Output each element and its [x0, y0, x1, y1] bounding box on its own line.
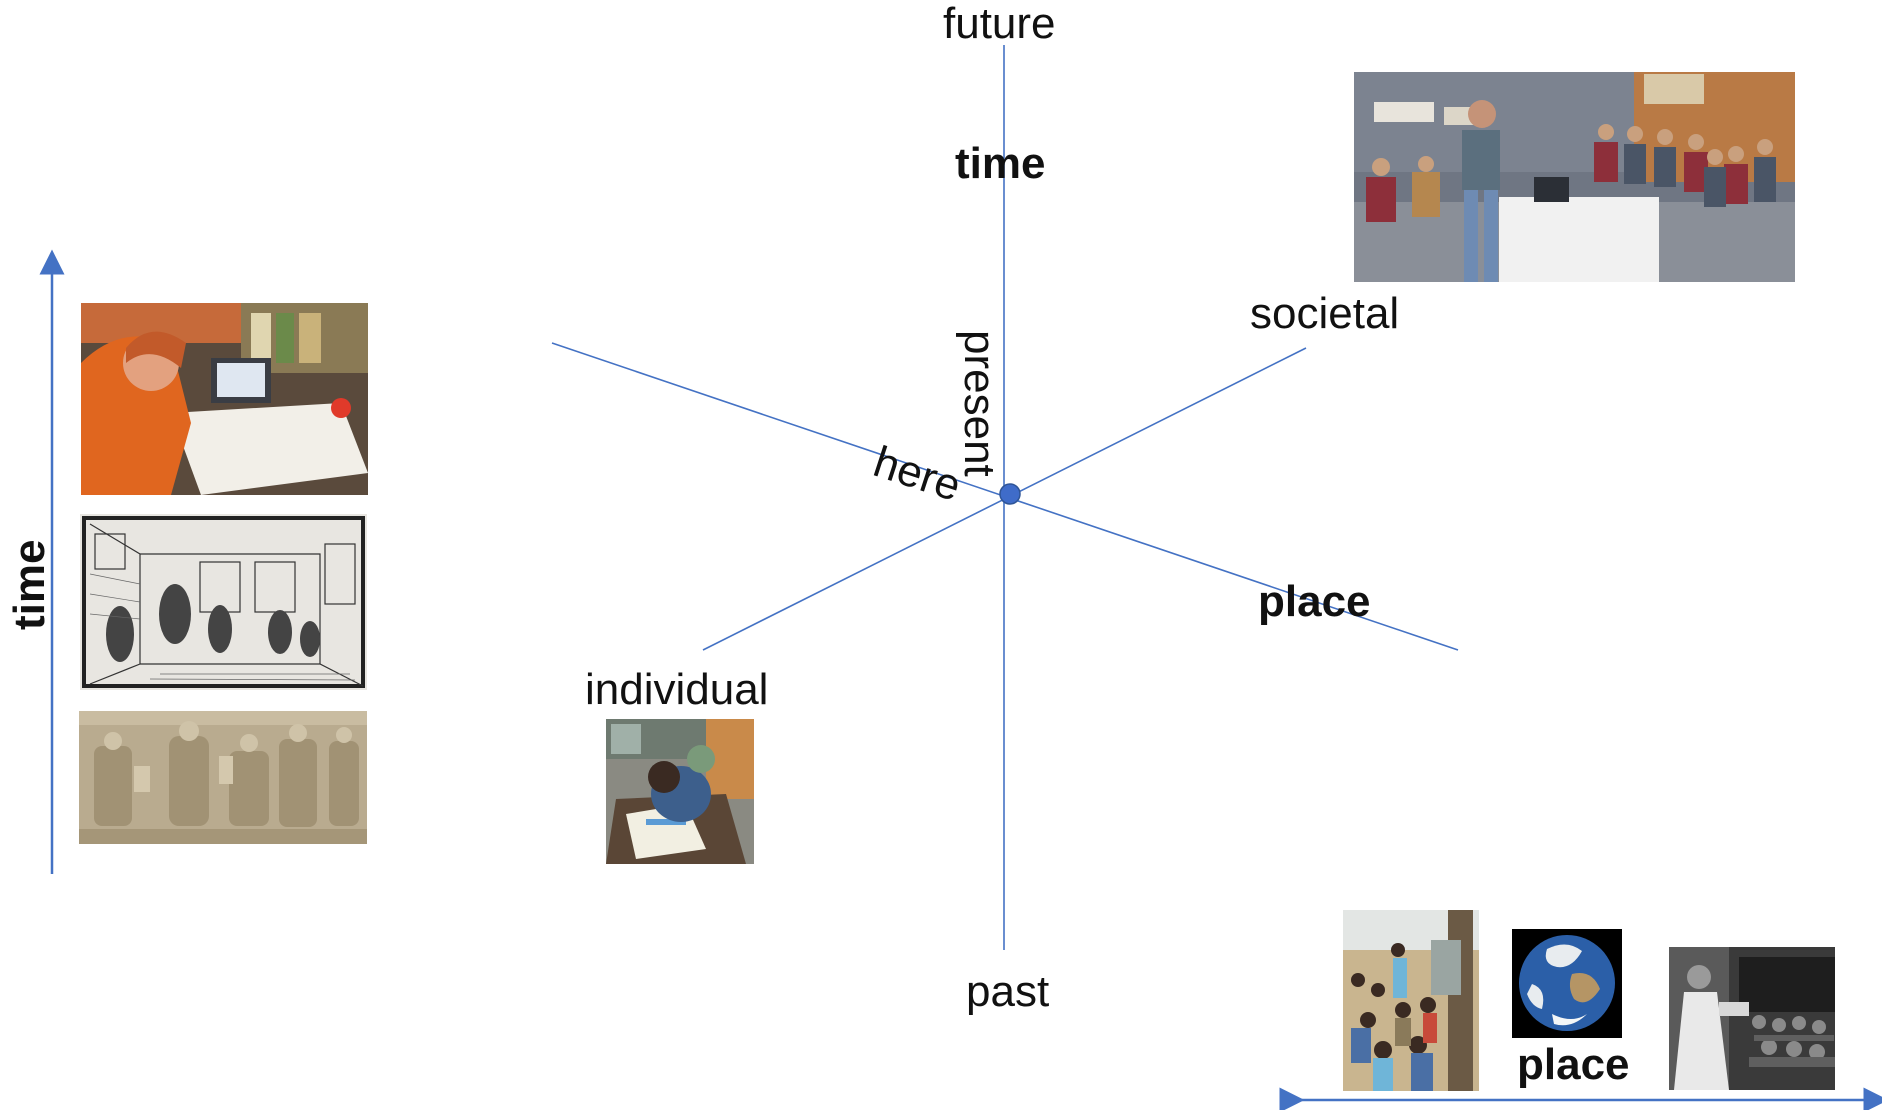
- earth-from-space-photo: [1512, 929, 1622, 1038]
- modern-student-studying-photo: [81, 303, 368, 495]
- woodcut-classroom-engraving: [80, 514, 367, 690]
- future-label: future: [943, 0, 1056, 48]
- outdoor-african-school-photo: [1343, 910, 1479, 1091]
- classroom-presentation-photo: [1354, 72, 1795, 282]
- center-dot: [999, 483, 1021, 505]
- student-reading-at-desk-photo: [606, 719, 754, 864]
- past-label: past: [966, 967, 1050, 1016]
- individual-label: individual: [585, 665, 769, 714]
- time-axis-label: time: [955, 139, 1046, 188]
- present-label: present: [955, 330, 1004, 477]
- place-axis-label: place: [1258, 577, 1371, 626]
- left-time-label: time: [5, 539, 54, 630]
- societal-label: societal: [1250, 289, 1400, 338]
- bottom-place-label: place: [1517, 1040, 1630, 1089]
- roman-relief-teacher-students: [79, 711, 367, 844]
- vintage-classroom-bw-photo: [1669, 947, 1835, 1090]
